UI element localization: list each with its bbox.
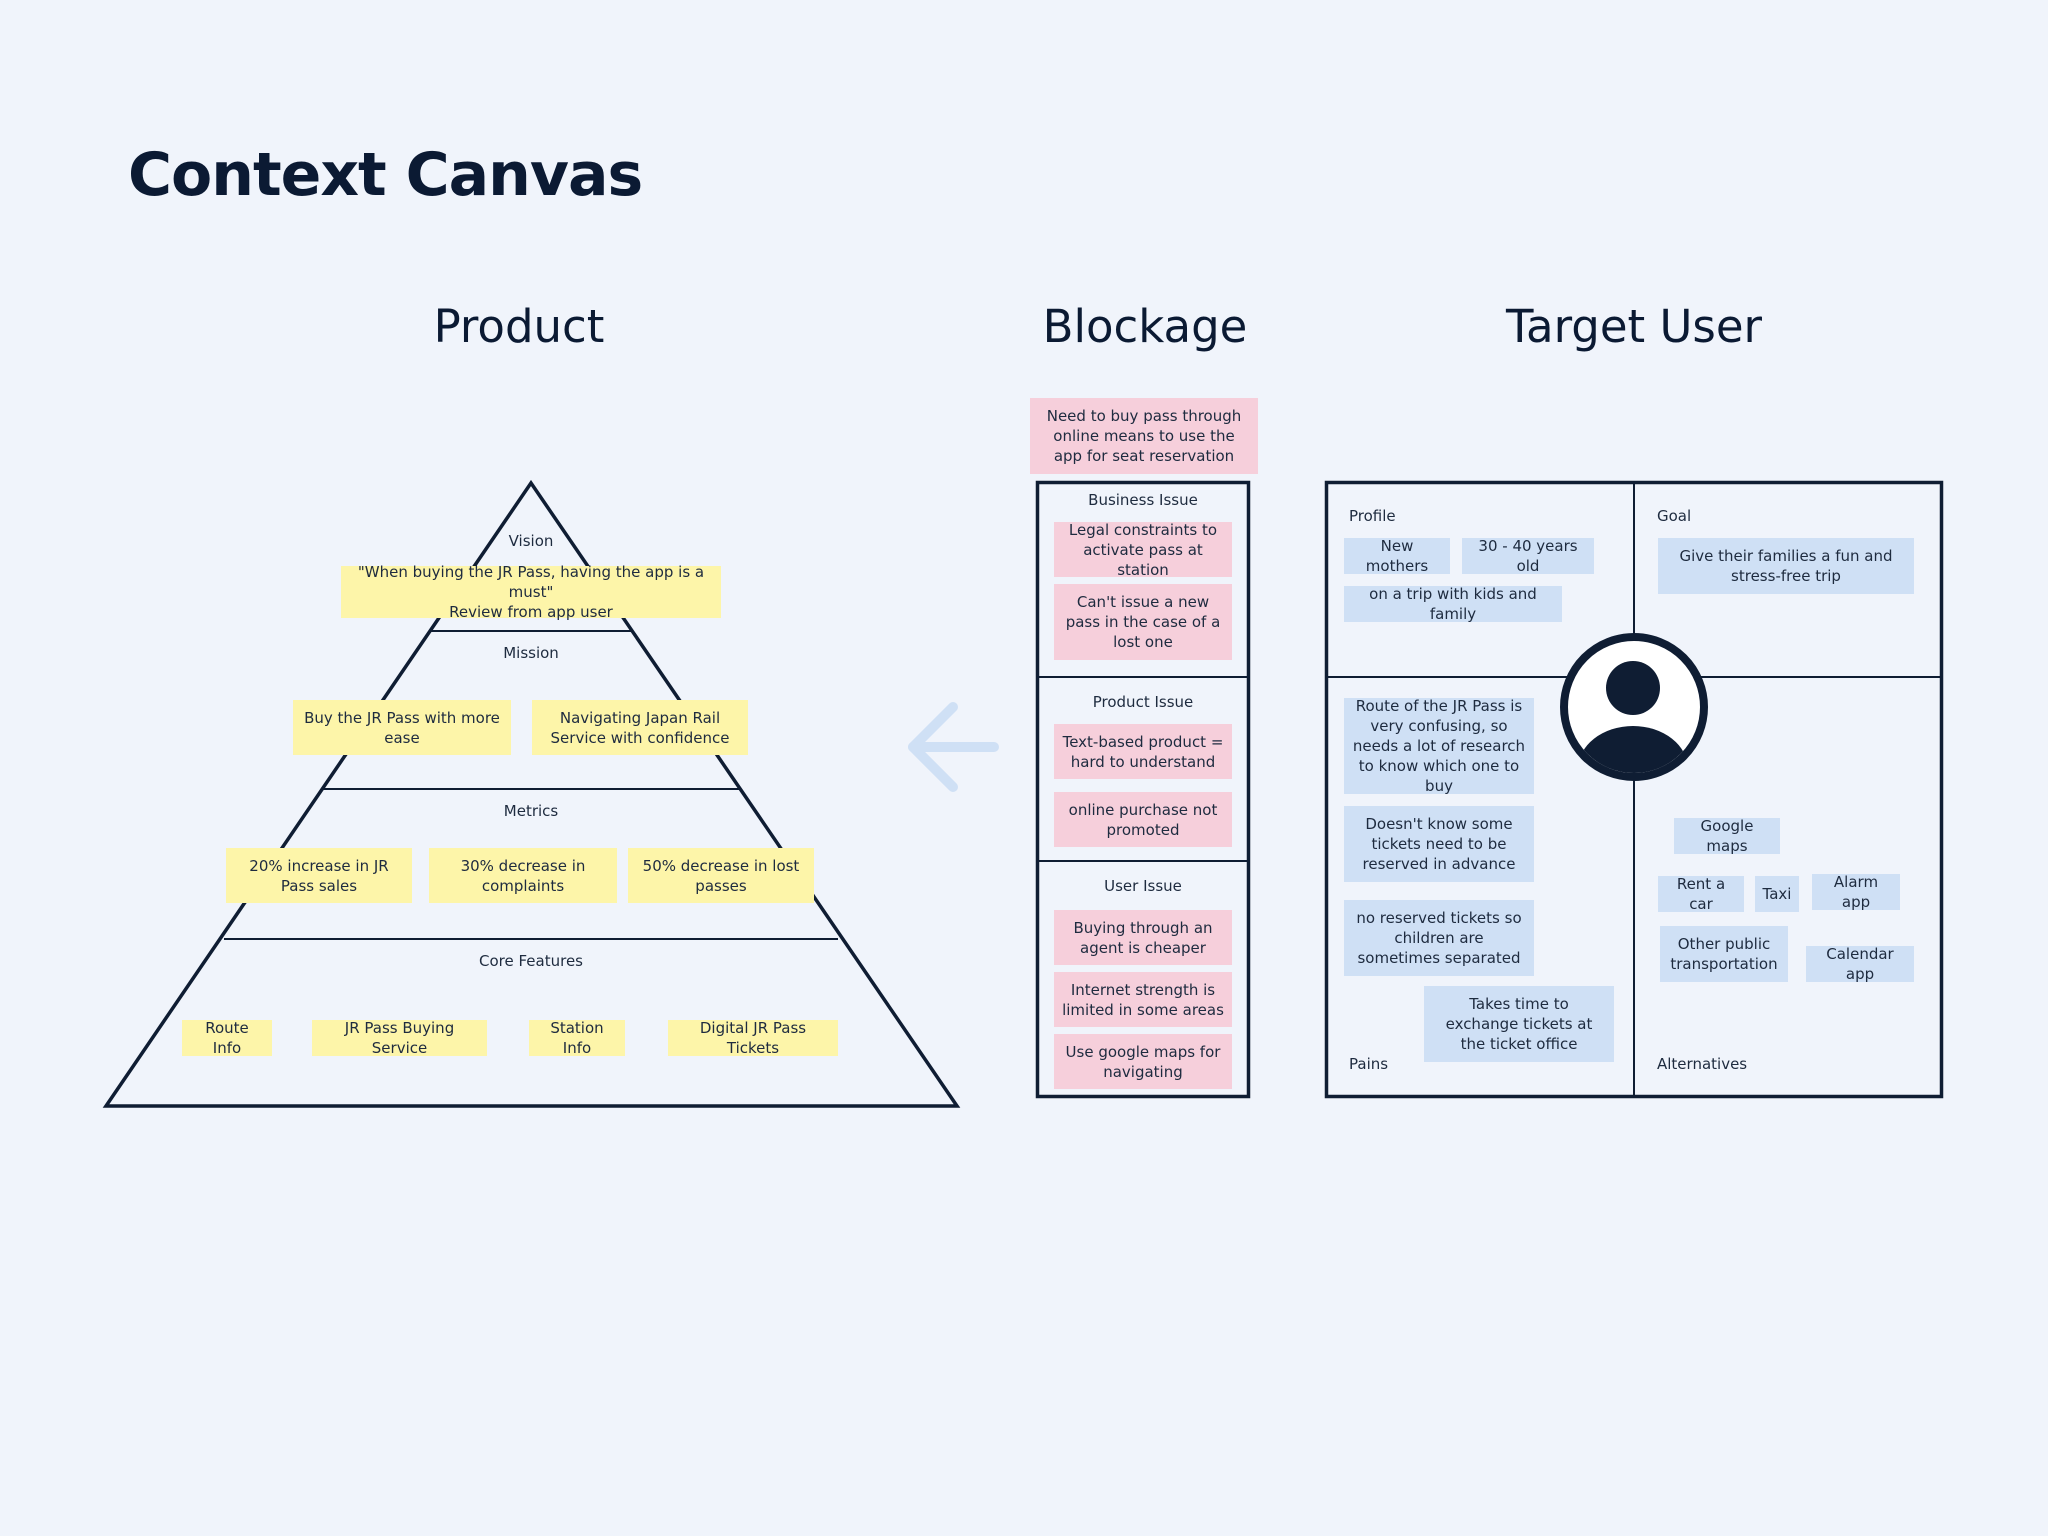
alternatives-label: Alternatives — [1657, 1055, 1748, 1073]
user-issue-note: Buying through an agent is cheaper — [1054, 910, 1232, 965]
profile-note: New mothers — [1344, 537, 1450, 575]
alternative-note: Alarm app — [1812, 873, 1900, 911]
target-user-frame — [1324, 480, 1944, 1099]
pain-note: Takes time to exchange tickets at the ti… — [1424, 986, 1614, 1062]
product-issue-note: online purchase not promoted — [1054, 792, 1232, 847]
mission-note: Navigating Japan Rail Service with confi… — [532, 700, 748, 755]
metric-note: 50% decrease in lost passes — [628, 848, 814, 903]
blockage-title: Blockage — [1042, 300, 1248, 353]
blockage-top-note: Need to buy pass through online means to… — [1030, 398, 1258, 474]
user-issue-note: Internet strength is limited in some are… — [1054, 972, 1232, 1027]
pain-note: no reserved tickets so children are some… — [1344, 900, 1534, 976]
page-title: Context Canvas — [128, 140, 643, 210]
product-issue-note: Text-based product = hard to understand — [1054, 724, 1232, 779]
business-issue-label: Business Issue — [1088, 491, 1198, 509]
user-avatar-icon — [1560, 633, 1708, 781]
business-issue-note: Legal constraints to activate pass at st… — [1054, 521, 1232, 579]
alternative-note: Rent a car — [1658, 875, 1744, 913]
mission-note: Buy the JR Pass with more ease — [293, 700, 511, 755]
metric-note: 20% increase in JR Pass sales — [226, 848, 412, 903]
feature-note: Route Info — [182, 1019, 272, 1057]
vision-note: "When buying the JR Pass, having the app… — [341, 563, 721, 621]
metric-note: 30% decrease in complaints — [429, 848, 617, 903]
blockage-frame — [1035, 480, 1251, 1099]
user-issue-note: Use google maps for navigating — [1054, 1034, 1232, 1089]
profile-note: 30 - 40 years old — [1462, 537, 1594, 575]
pain-note: Doesn't know some tickets need to be res… — [1344, 806, 1534, 882]
vision-label: Vision — [508, 532, 554, 550]
alternative-note: Other public transportation — [1660, 926, 1788, 982]
pains-label: Pains — [1349, 1055, 1389, 1073]
target-user-title: Target User — [1505, 300, 1763, 353]
pyramid-outline — [102, 479, 961, 1108]
feature-note: JR Pass Buying Service — [312, 1019, 487, 1057]
mission-label: Mission — [503, 644, 559, 662]
profile-label: Profile — [1349, 507, 1396, 525]
profile-note: on a trip with kids and family — [1344, 585, 1562, 623]
feature-note: Digital JR Pass Tickets — [668, 1019, 838, 1057]
alternative-note: Taxi — [1755, 876, 1799, 912]
pain-note: Route of the JR Pass is very confusing, … — [1344, 697, 1534, 795]
user-issue-label: User Issue — [1104, 877, 1182, 895]
alternative-note: Google maps — [1674, 817, 1780, 855]
alternative-note: Calendar app — [1806, 945, 1914, 983]
product-title: Product — [433, 300, 605, 353]
goal-label: Goal — [1657, 507, 1692, 525]
goal-note: Give their families a fun and stress-fre… — [1658, 538, 1914, 594]
arrow-left-icon — [908, 702, 999, 792]
feature-note: Station Info — [529, 1019, 625, 1057]
core-features-label: Core Features — [479, 952, 583, 970]
product-issue-label: Product Issue — [1092, 693, 1194, 711]
business-issue-note: Can't issue a new pass in the case of a … — [1054, 584, 1232, 660]
metrics-label: Metrics — [503, 802, 559, 820]
